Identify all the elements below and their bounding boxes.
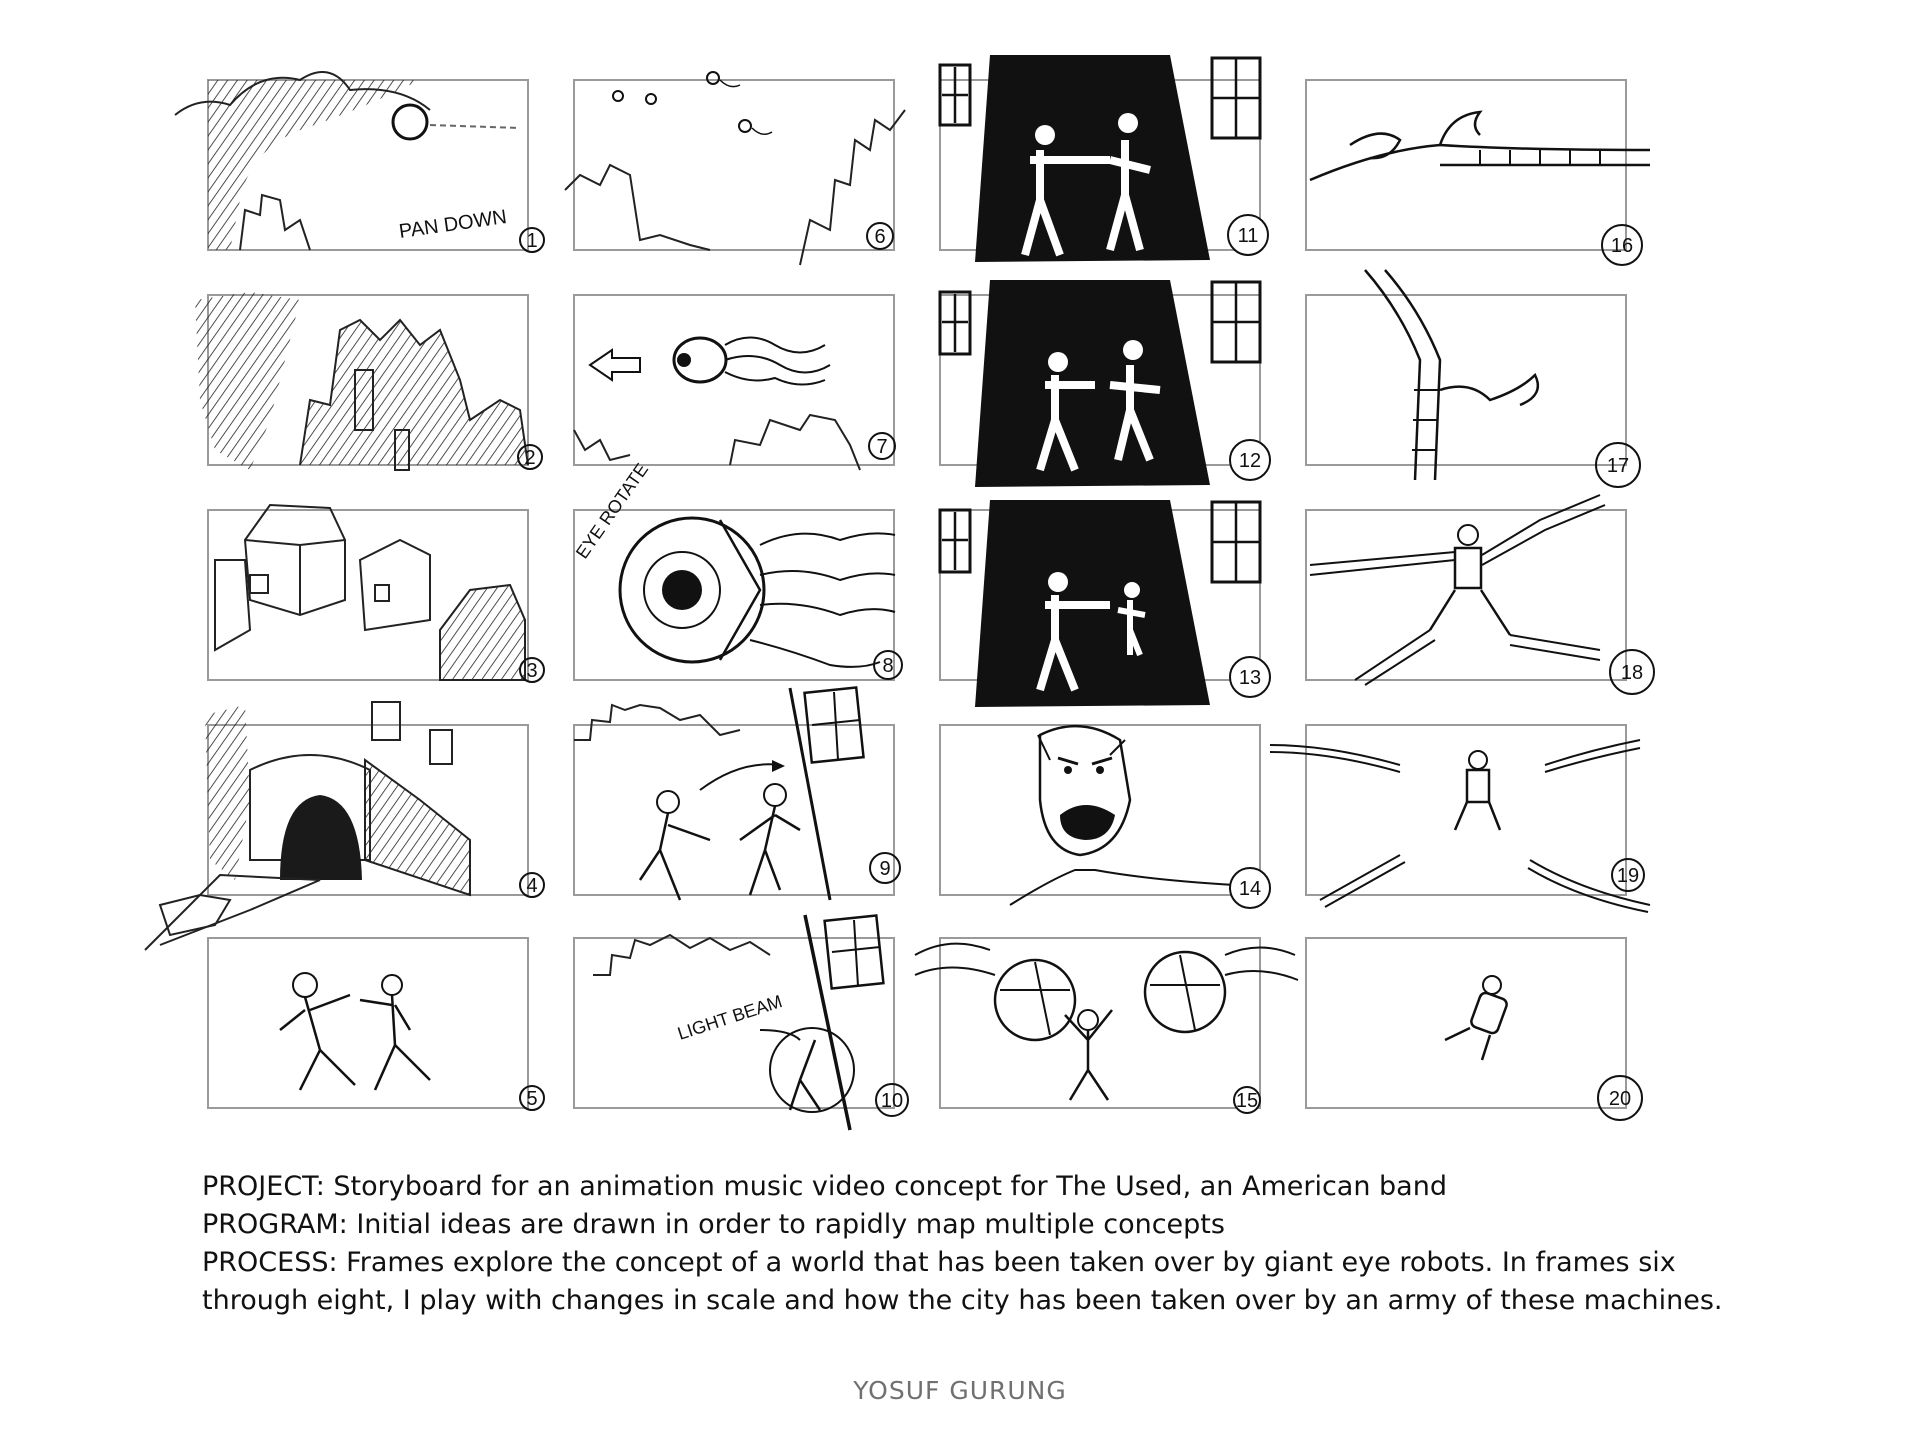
frame-number: 18 [1621,662,1643,684]
frame-number: 2 [524,447,535,469]
frame-number: 12 [1239,450,1261,472]
frame-number: 5 [526,1088,537,1110]
frame-number: 16 [1611,235,1633,257]
frame-11: 11 [938,55,1269,262]
frame-number: 13 [1239,667,1261,689]
robot-eye-sketch [391,103,429,141]
frame-6: 6 [564,71,906,266]
frame-10: LIGHT BEAM 10 [573,914,909,1131]
frame-9: 9 [573,686,901,901]
frame-number: 6 [874,226,885,248]
frame-19: 19 [1269,724,1651,913]
process-line: PROCESS: Frames explore the concept of a… [202,1247,1676,1278]
frame-number: 1 [526,230,537,252]
project-line: PROJECT: Storyboard for an animation mus… [202,1171,1447,1202]
robot-eye-sketch [618,516,766,664]
frame-number: 14 [1239,878,1261,900]
frame-8: EYE ROTATE 8 [572,460,903,681]
frame-number: 4 [526,875,537,897]
process-line-continued: through eight, I play with changes in sc… [202,1285,1723,1316]
frame-5: 5 [207,937,545,1111]
frame-17: 17 [1305,269,1641,488]
frame-1: PAN DOWN 1 [174,71,545,253]
frame-number: 8 [882,655,893,677]
frame-14: 14 [939,724,1271,909]
frame-number: 19 [1617,865,1639,887]
frame-note: LIGHT BEAM [675,991,785,1044]
frame-7: 7 [573,294,896,471]
project-description: PROJECT: Storyboard for an animation mus… [202,1168,1762,1320]
frame-number: 15 [1236,1090,1258,1112]
frame-3: 3 [207,503,545,683]
frame-number: 10 [881,1090,903,1112]
frame-number: 20 [1609,1088,1631,1110]
frame-4: 4 [144,701,545,951]
frame-15: 15 [914,937,1299,1114]
author-name: YOSUF GURUNG [853,1376,1067,1405]
frame-number: 7 [876,436,887,458]
frame-16: 16 [1305,79,1651,266]
program-line: PROGRAM: Initial ideas are drawn in orde… [202,1209,1225,1240]
frame-note: PAN DOWN [398,206,509,243]
storyboard-grid: PAN DOWN 1 2 3 4 [144,55,1655,1131]
frame-number: 17 [1607,455,1629,477]
frame-20: 20 [1305,937,1643,1121]
frame-2: 2 [195,292,543,471]
frame-13: 13 [938,500,1271,707]
frame-12: 12 [938,280,1271,487]
frame-18: 18 [1305,494,1655,695]
frame-number: 11 [1238,225,1259,247]
frame-number: 9 [879,858,890,880]
frame-number: 3 [526,660,537,682]
